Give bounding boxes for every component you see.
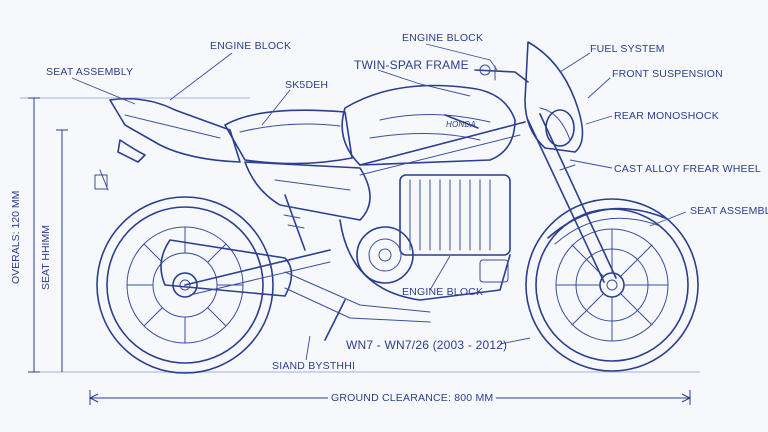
label-sketch: SK5DEH: [285, 79, 329, 91]
label-front-suspension: FRONT SUSPENSION: [612, 68, 723, 80]
label-rear-monoshock: REAR MONOSHOCK: [614, 110, 719, 122]
front-forks: [527, 113, 617, 283]
swingarm: [184, 194, 331, 296]
brand-badge: HONDA: [446, 120, 476, 129]
exhaust: [160, 239, 431, 323]
tail-section: [94, 97, 241, 191]
front-fender-inner: [554, 217, 661, 245]
engine: [339, 174, 511, 301]
label-model-years: WN7 - WN7/26 (2003 - 2012): [346, 338, 508, 352]
label-engine-block-lower: ENGINE BLOCK: [402, 286, 484, 298]
dimension-ground-clearance: GROUND CLEARANCE: 800 MM: [328, 392, 497, 404]
front-wheel: [525, 198, 699, 372]
dimension-overall: OVERALS: 120 MM: [10, 190, 22, 284]
seat: [224, 109, 353, 165]
side-stand: [324, 299, 346, 341]
front-fender: [547, 207, 666, 239]
label-stand-system: SIAND BYSTHHI: [272, 360, 356, 372]
label-seat-assembly-left: SEAT ASSEMBLY: [46, 66, 134, 78]
label-seat-assembly-right: SEAT ASSEMBLY: [690, 205, 768, 217]
label-fuel-system: FUEL SYSTEM: [590, 43, 665, 55]
handlebar: [474, 64, 529, 83]
leader-lines: [71, 43, 687, 361]
fuel-tank: [341, 84, 516, 166]
dimension-seat-height: SEAT HHIMM: [40, 225, 52, 290]
headlight-fairing: [524, 41, 584, 153]
label-cast-alloy-wheel: CAST ALLOY FREAR WHEEL: [614, 163, 761, 175]
frame-side-panel: [244, 121, 526, 221]
rear-wheel: [96, 196, 274, 374]
label-twin-spar-frame: TWIN-SPAR FRAME: [354, 58, 469, 72]
construction-lines: [20, 97, 700, 399]
label-engine-block-top-left: ENGINE BLOCK: [210, 40, 292, 52]
label-engine-block-top-center: ENGINE BLOCK: [402, 32, 484, 44]
